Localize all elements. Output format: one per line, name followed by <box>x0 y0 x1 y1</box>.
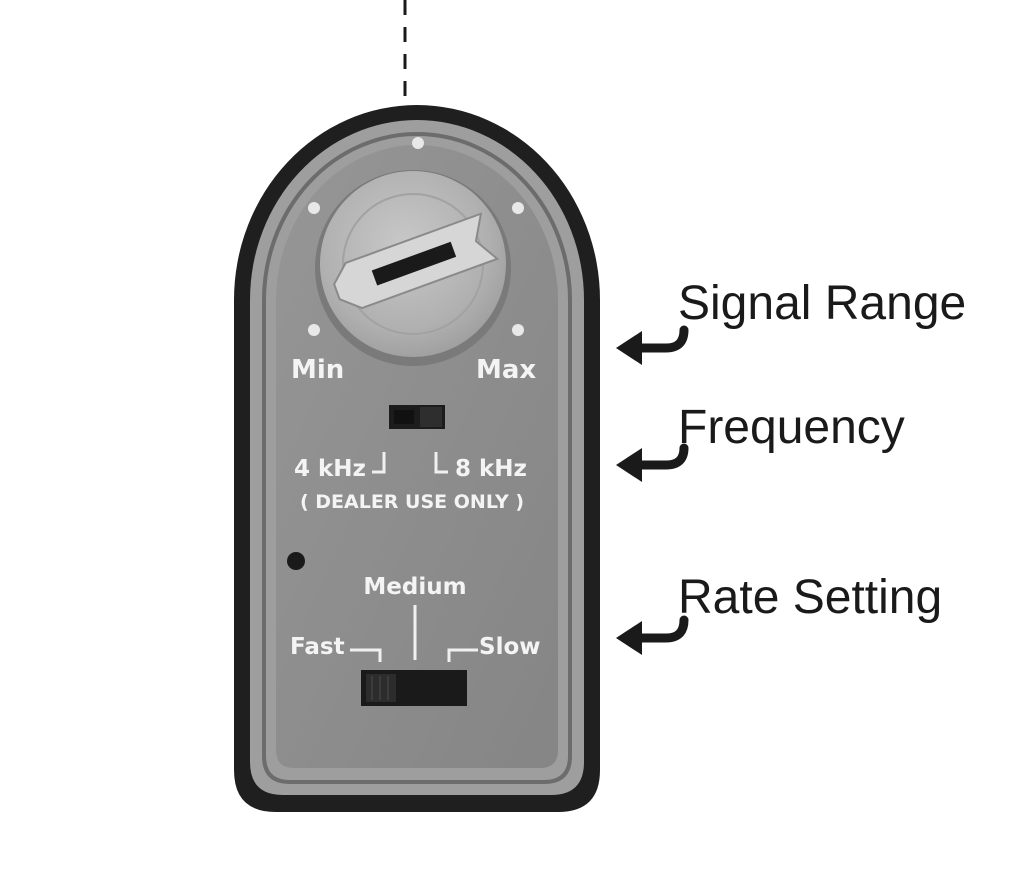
rate-switch[interactable] <box>361 670 467 706</box>
signal-range-dial[interactable] <box>315 170 511 366</box>
dial-pointer <box>333 212 500 310</box>
dial-dot-top <box>412 137 424 149</box>
freq-bracket-left <box>372 452 386 474</box>
panel-hole <box>287 552 305 570</box>
dial-dot-upper-right <box>512 202 524 214</box>
freq-4khz-label: 4 kHz <box>294 456 366 482</box>
dial-dot-upper-left <box>308 202 320 214</box>
frequency-callout: Frequency <box>678 401 905 454</box>
rate-fast-bracket <box>350 648 382 662</box>
signal-range-arrow <box>616 325 689 365</box>
frequency-arrow <box>616 443 689 482</box>
dial-dot-lower-right <box>512 324 524 336</box>
rate-medium-label: Medium <box>363 574 466 600</box>
rate-slow-bracket <box>447 648 478 662</box>
rate-slow-label: Slow <box>479 634 541 660</box>
dealer-use-only-note: ( DEALER USE ONLY ) <box>300 491 524 513</box>
rim-groove <box>262 132 572 784</box>
freq-bracket-right <box>434 452 448 474</box>
dial-dot-lower-left <box>308 324 320 336</box>
rate-fast-label: Fast <box>290 634 345 660</box>
dial-min-label: Min <box>291 355 344 385</box>
freq-8khz-label: 8 kHz <box>455 456 527 482</box>
rate-setting-callout: Rate Setting <box>678 571 943 624</box>
signal-range-callout: Signal Range <box>678 277 967 330</box>
rate-setting-arrow <box>616 615 689 655</box>
frequency-switch[interactable] <box>389 405 445 429</box>
dial-max-label: Max <box>476 355 536 385</box>
